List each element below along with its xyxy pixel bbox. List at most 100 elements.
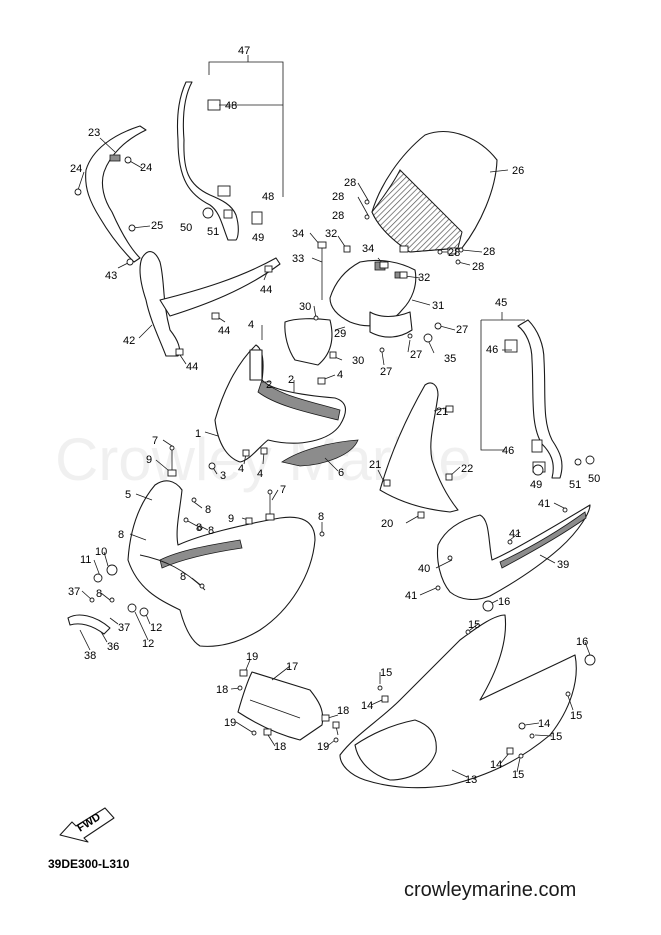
callout-19a: 19 [246,651,258,663]
panel-29[interactable] [284,318,333,366]
callout-24a: 24 [70,163,82,175]
document-code: 39DE300-L310 [48,857,130,871]
callout-8f: 8 [180,571,186,583]
grouping-lines [208,55,525,451]
lower-cover-39[interactable] [436,504,591,601]
callout-41b: 41 [538,498,550,510]
callout-19c: 19 [317,741,329,753]
callout-6: 6 [338,467,344,479]
callout-25: 25 [151,220,163,232]
callout-34b: 34 [362,243,374,255]
callout-44b: 44 [218,325,230,337]
callout-51a: 51 [207,226,219,238]
callout-28b: 28 [332,191,344,203]
bracket-47[interactable] [176,81,263,241]
callout-9a: 9 [146,454,152,466]
front-panel-5[interactable] [127,480,316,647]
callout-8b: 8 [318,511,324,523]
callout-2b: 2 [288,374,294,386]
callout-47: 47 [238,45,250,57]
side-cover-20[interactable] [379,382,459,513]
callout-10: 10 [95,546,107,558]
callout-2a: 2 [266,379,272,391]
callout-15c: 15 [570,710,582,722]
callout-16b: 16 [576,636,588,648]
callout-44c: 44 [186,361,198,373]
callout-17: 17 [286,661,298,673]
fwd-arrow: FWD [59,807,115,843]
callout-30a: 30 [299,301,311,313]
callout-41a: 41 [509,528,521,540]
callout-30b: 30 [352,355,364,367]
callout-15a: 15 [468,619,480,631]
site-url[interactable]: crowleymarine.com [404,879,577,901]
callout-18c: 18 [337,705,349,717]
callout-22: 22 [461,463,473,475]
callout-36: 36 [107,641,119,653]
callout-4b: 4 [337,369,343,381]
callout-48a: 48 [225,100,237,112]
callout-15d: 15 [550,731,562,743]
callout-8d: 8 [208,525,214,537]
callout-32a: 32 [325,228,337,240]
callout-27b: 27 [410,349,422,361]
callout-14b: 14 [538,718,550,730]
callout-26: 26 [512,165,524,177]
callout-4c: 4 [238,463,244,475]
front-cover-1[interactable] [214,344,346,463]
callout-23: 23 [88,127,100,139]
callout-35: 35 [444,353,456,365]
box-17[interactable] [237,671,324,741]
callout-41c: 41 [405,590,417,602]
callout-27c: 27 [380,366,392,378]
callout-21a: 21 [436,406,448,418]
callout-14a: 14 [361,700,373,712]
callout-8c: 8 [196,522,202,534]
callout-28c: 28 [332,210,344,222]
panel-42[interactable] [139,251,281,357]
callout-7a: 7 [152,435,158,447]
callout-8a: 8 [205,504,211,516]
callout-46b: 46 [502,445,514,457]
callout-31: 31 [432,300,444,312]
callout-4a: 4 [248,319,254,331]
callout-46a: 46 [486,344,498,356]
callout-labels: 47 48 48 50 51 49 23 24 24 25 43 44 44 4… [68,45,600,786]
stay-23[interactable] [85,125,147,263]
trim-6[interactable] [280,439,359,467]
callout-24b: 24 [140,162,152,174]
callout-8e: 8 [118,529,124,541]
callout-51b: 51 [569,479,581,491]
callout-16a: 16 [498,596,510,608]
callout-28e: 28 [472,261,484,273]
callout-4d: 4 [257,468,263,480]
callout-37a: 37 [68,586,80,598]
callout-28a: 28 [344,177,356,189]
callout-33: 33 [292,253,304,265]
callout-39: 39 [557,559,569,571]
callout-9b: 9 [228,513,234,525]
callout-50b: 50 [588,473,600,485]
callout-12a: 12 [150,622,162,634]
callout-42: 42 [123,335,135,347]
callout-40: 40 [418,563,430,575]
callout-45: 45 [495,297,507,309]
callout-20: 20 [381,518,393,530]
callout-7b: 7 [280,484,286,496]
callout-29: 29 [334,328,346,340]
callout-27a: 27 [456,324,468,336]
callout-32b: 32 [418,272,430,284]
callout-1: 1 [195,428,201,440]
callout-21b: 21 [369,459,381,471]
windscreen-26[interactable] [371,131,498,255]
floor-panel-13[interactable] [339,614,577,789]
callout-13: 13 [465,774,477,786]
callout-43: 43 [105,270,117,282]
callout-37b: 37 [118,622,130,634]
callout-8g: 8 [96,588,102,600]
callout-38: 38 [84,650,96,662]
hardware-markers [67,156,596,759]
callout-5: 5 [125,489,131,501]
callout-12b: 12 [142,638,154,650]
